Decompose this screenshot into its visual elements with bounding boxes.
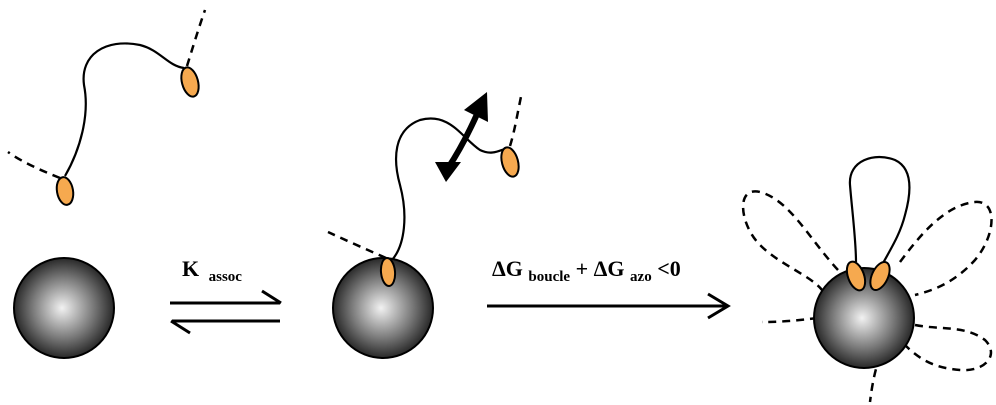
energy-condition-label: ΔG boucle + ΔG azo <0 [492, 256, 681, 286]
azo-group-bound [869, 260, 891, 292]
dashed-loop-bottom-right [904, 323, 993, 372]
azo-group [55, 176, 75, 206]
polymer-chain [64, 42, 185, 177]
polymer-chain [391, 117, 509, 261]
reaction-arrow-icon [487, 292, 731, 320]
inequality: <0 [657, 256, 681, 281]
delta-g-azo: ΔG [594, 256, 625, 281]
dashed-tail-left [761, 316, 819, 324]
azo-group [500, 146, 520, 178]
polymer-dashed-end-right [508, 91, 524, 147]
k-subscript: assoc [209, 269, 243, 285]
equilibrium-arrows-icon [170, 289, 282, 335]
bead [332, 257, 434, 359]
dashed-loop-left [741, 190, 839, 291]
azo-subscript: azo [630, 269, 652, 285]
k-assoc-label: K assoc [182, 256, 242, 285]
polymer-dashed-end-right [185, 9, 207, 67]
solid-loop [848, 155, 911, 266]
loop-subscript: boucle [528, 269, 570, 285]
dashed-loop-right [898, 200, 993, 297]
azo-group [180, 66, 200, 98]
polymer-dashed-end-left [327, 230, 387, 260]
azo-group-bound [845, 260, 867, 292]
k-symbol: K [182, 256, 199, 281]
bead [13, 257, 115, 359]
stage-anchored-polymer [327, 91, 524, 261]
curved-double-arrow-icon [435, 92, 488, 182]
azo-group-bound [379, 257, 397, 287]
polymer-dashed-end-left [7, 150, 61, 180]
bead [813, 267, 915, 369]
plus-sign: + [576, 256, 594, 281]
delta-g-loop: ΔG [492, 256, 523, 281]
stage-free-polymer [7, 9, 207, 206]
